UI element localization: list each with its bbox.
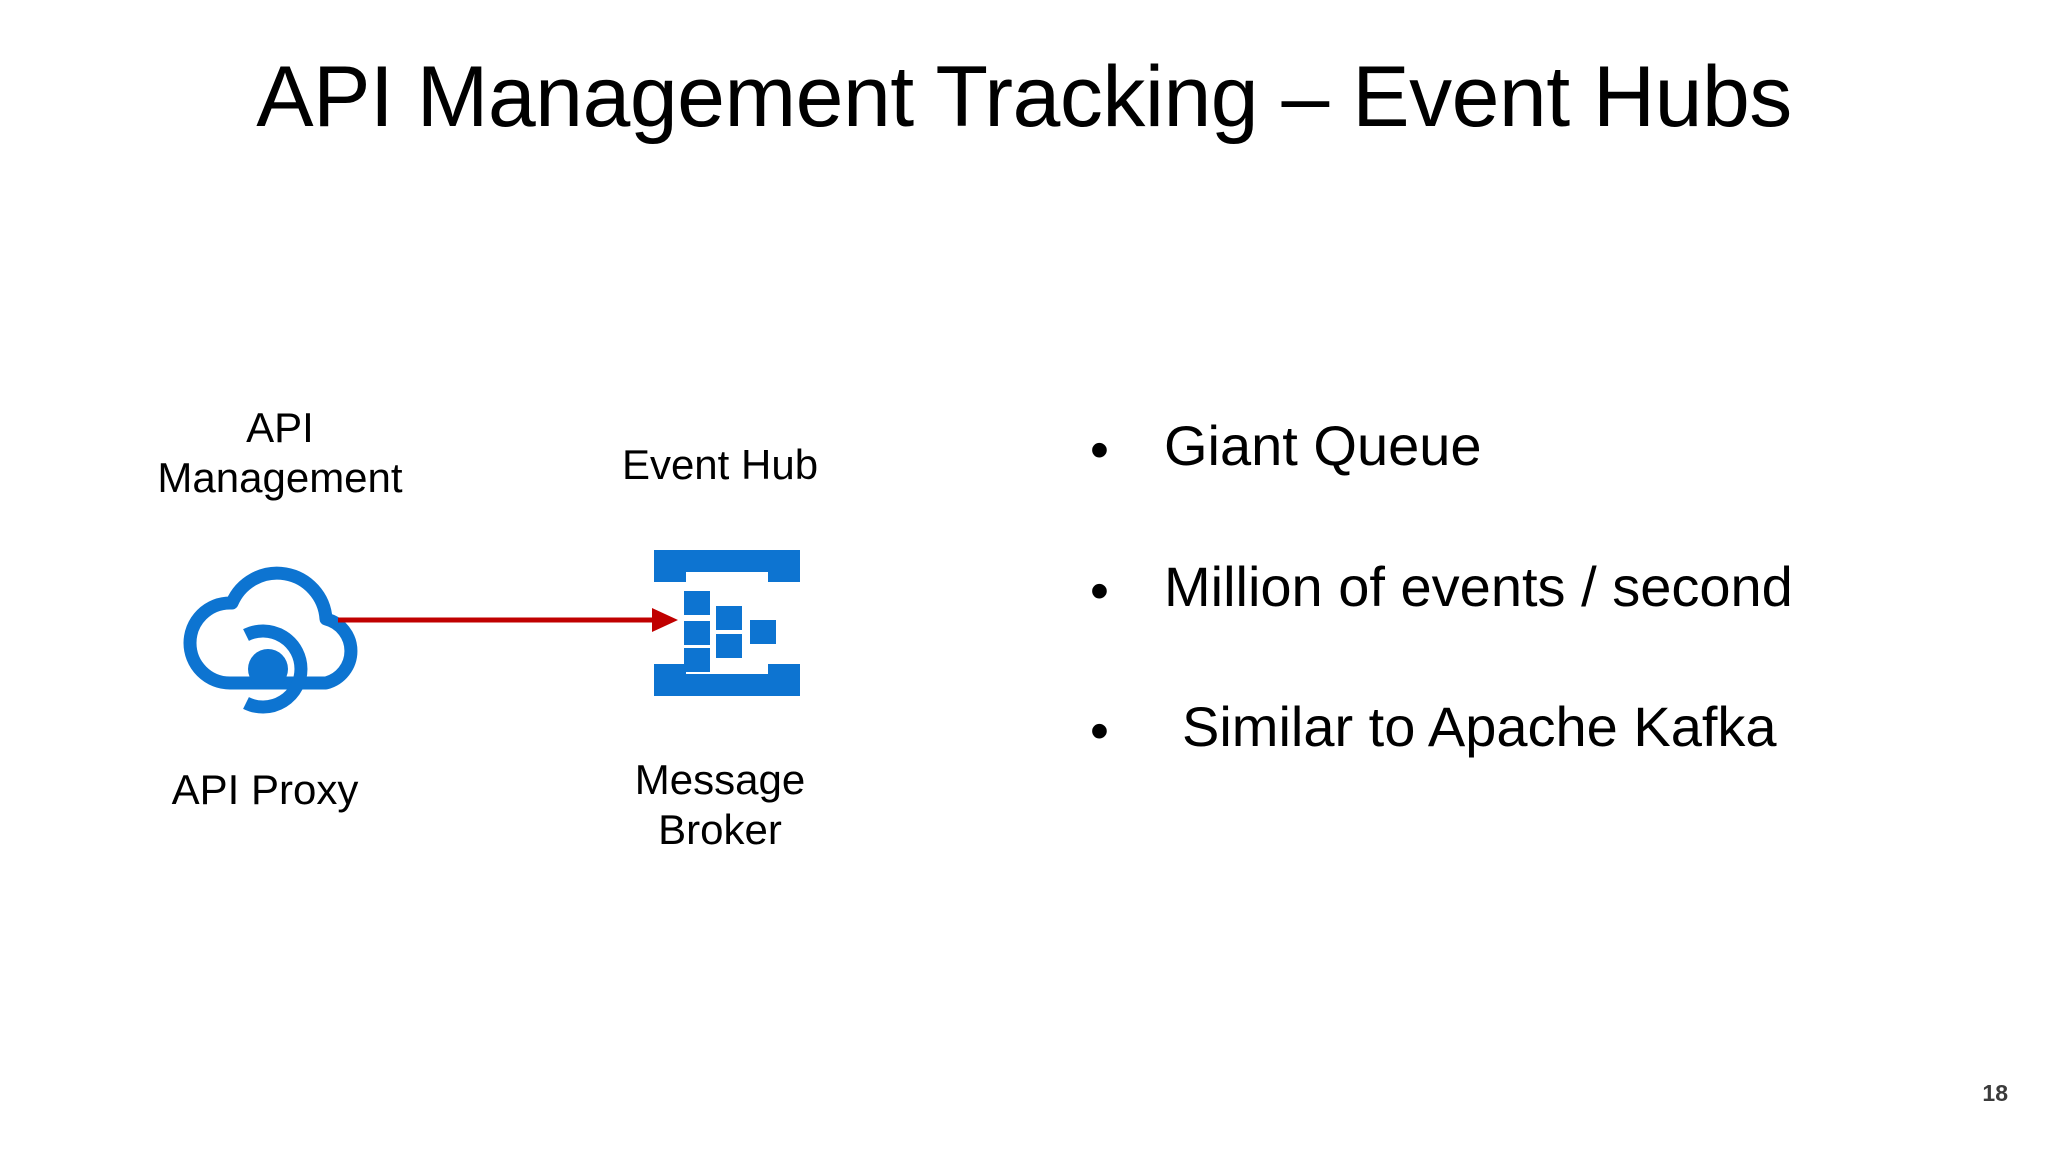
bullet-text: Giant Queue	[1164, 414, 1482, 477]
node-label-message-broker-line1: Message	[634, 756, 806, 803]
bullet-text: Similar to Apache Kafka	[1182, 695, 1777, 759]
node-label-message-broker: Message Broker	[580, 755, 860, 854]
node-label-api-proxy: API Proxy	[171, 766, 359, 813]
bullet-item-million-events: • Million of events / second	[1090, 554, 2010, 621]
bullet-text: Million of events / second	[1164, 554, 1793, 618]
cloud-api-management-icon	[168, 535, 368, 715]
node-label-api-management: API Management	[120, 403, 440, 502]
node-label-api-management-line2: Management	[157, 453, 403, 501]
bullet-marker-icon: •	[1090, 701, 1109, 762]
connector-arrow-api-management-to-event-hub	[338, 590, 678, 650]
bullet-list: • Giant Queue • Million of events / seco…	[1090, 414, 2010, 837]
bullet-marker-icon: •	[1090, 560, 1109, 621]
event-hub-icon	[652, 548, 802, 698]
node-label-api-management-line1: API	[246, 404, 314, 451]
bullet-item-apache-kafka: • Similar to Apache Kafka	[1090, 696, 2010, 759]
node-label-event-hub: Event Hub	[621, 441, 819, 488]
bullet-item-giant-queue: • Giant Queue	[1090, 414, 2010, 480]
page-number: 18	[1982, 1080, 2008, 1106]
page-title: API Management Tracking – Event Hubs	[256, 49, 1792, 145]
bullet-marker-icon: •	[1090, 420, 1109, 480]
node-label-message-broker-line2: Broker	[658, 805, 782, 853]
architecture-diagram: API Management Event Hub	[90, 380, 970, 900]
